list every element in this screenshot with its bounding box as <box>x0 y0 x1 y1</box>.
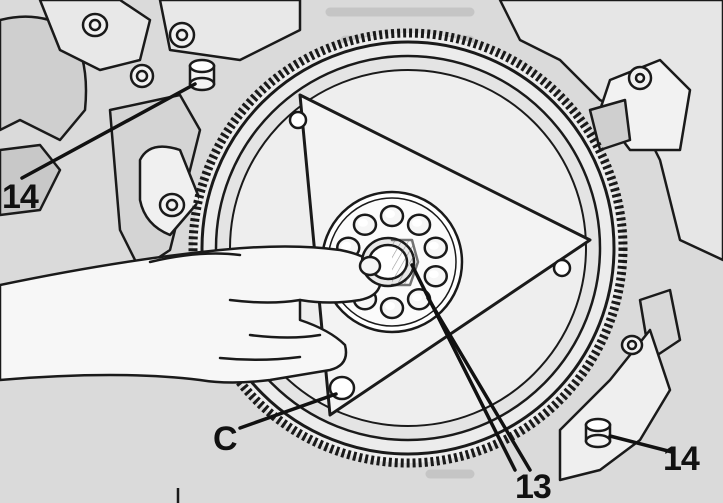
engine-bosses-left <box>81 12 196 218</box>
leader-line-c <box>238 392 338 430</box>
engine-block-left <box>0 0 302 272</box>
hand-with-tool <box>0 236 420 384</box>
hub-bolt-highlight <box>412 218 423 227</box>
hub-bolt-highlight <box>385 302 395 310</box>
dowel-pin-right <box>584 417 612 449</box>
hub-bolt-highlight <box>341 241 352 250</box>
dowel-pin-left <box>188 58 216 92</box>
leader-line-14-left <box>20 82 197 180</box>
label-c: C <box>213 420 238 458</box>
leader-line-14-right <box>608 434 674 454</box>
hub-bolt-highlight <box>385 210 395 218</box>
hub-bolt-highlight <box>428 241 439 250</box>
leader-line-13-b <box>426 296 532 472</box>
leader-lines <box>20 82 674 472</box>
label-14-right: 14 <box>663 440 700 478</box>
engine-bosses-right <box>620 65 653 356</box>
hub-bolt-highlight <box>357 218 368 227</box>
hub-bolt-highlight <box>428 270 439 279</box>
label-14-left: 14 <box>2 178 39 216</box>
label-13: 13 <box>515 468 552 503</box>
hub-bolt-highlight <box>412 293 423 302</box>
